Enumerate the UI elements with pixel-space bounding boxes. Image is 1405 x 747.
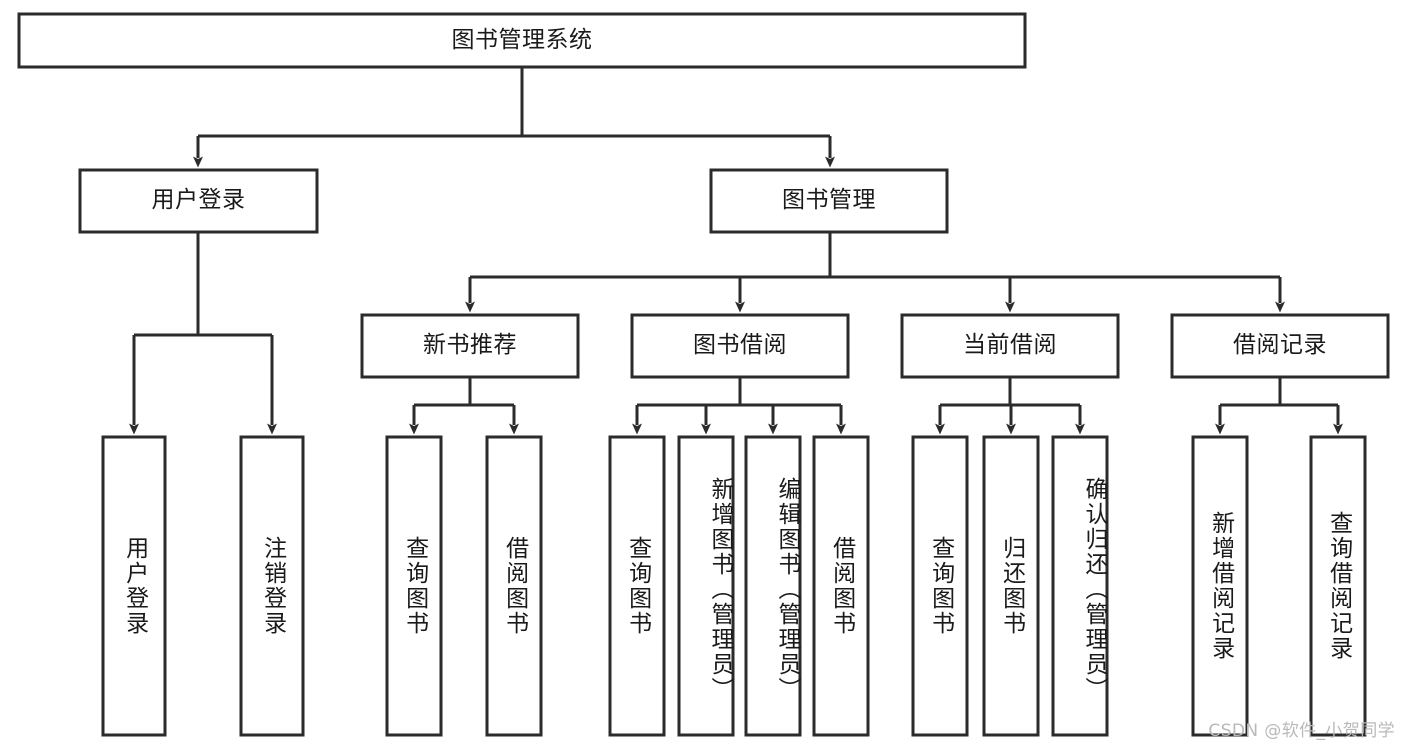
leaf-box-add-borrow-record[interactable] xyxy=(1191,435,1249,737)
leaf-box-user-login[interactable] xyxy=(101,435,167,737)
box-book-management[interactable] xyxy=(709,168,949,234)
box-user-login[interactable] xyxy=(78,168,319,234)
box-borrow-record[interactable] xyxy=(1170,313,1390,379)
leaf-box-return-book[interactable] xyxy=(982,435,1040,737)
leaf-box-add-book-admin[interactable] xyxy=(677,435,735,737)
leaf-box-confirm-return-admin[interactable] xyxy=(1051,435,1109,737)
box-new-book-recommend[interactable] xyxy=(360,313,580,379)
leaf-box-query-book-borrow[interactable] xyxy=(608,435,666,737)
leaf-box-borrow-book-recommend[interactable] xyxy=(485,435,543,737)
csdn-watermark: CSDN @软件_小贺同学 xyxy=(1208,721,1395,741)
box-current-borrow[interactable] xyxy=(900,313,1120,379)
leaf-box-query-book-recommend[interactable] xyxy=(385,435,443,737)
leaf-box-borrow-book[interactable] xyxy=(812,435,870,737)
leaf-box-edit-book-admin[interactable] xyxy=(744,435,802,737)
leaf-box-query-book-current[interactable] xyxy=(911,435,969,737)
box-book-borrow[interactable] xyxy=(630,313,850,379)
leaf-box-logout[interactable] xyxy=(239,435,305,737)
leaf-box-query-borrow-record[interactable] xyxy=(1309,435,1367,737)
box-root-system[interactable] xyxy=(17,12,1027,69)
